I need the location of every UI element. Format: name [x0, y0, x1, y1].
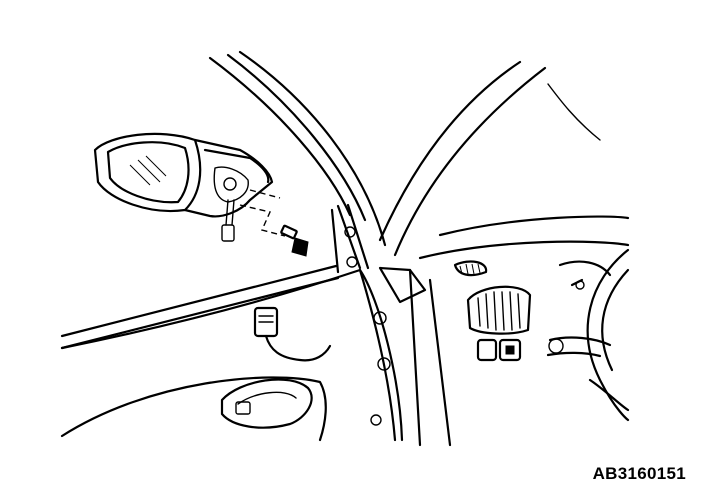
bolt-icon [280, 224, 309, 257]
dashboard [378, 215, 630, 447]
center-vent [466, 285, 532, 335]
switch-button-right [498, 338, 522, 362]
mirror-assembly [93, 132, 274, 242]
door-panel [60, 268, 404, 442]
dash-vent-hatching [459, 263, 481, 275]
dash-switches [476, 338, 522, 362]
figure-reference-code: AB3160151 [592, 464, 686, 483]
door-connector [253, 306, 332, 362]
mirror-glass-hatching [129, 155, 167, 186]
switch-button-left [476, 338, 498, 362]
door-belt-line [60, 203, 370, 350]
fastener [239, 189, 309, 257]
steering-wheel [546, 248, 630, 422]
door-handle [220, 378, 313, 429]
a-pillar [208, 50, 601, 257]
